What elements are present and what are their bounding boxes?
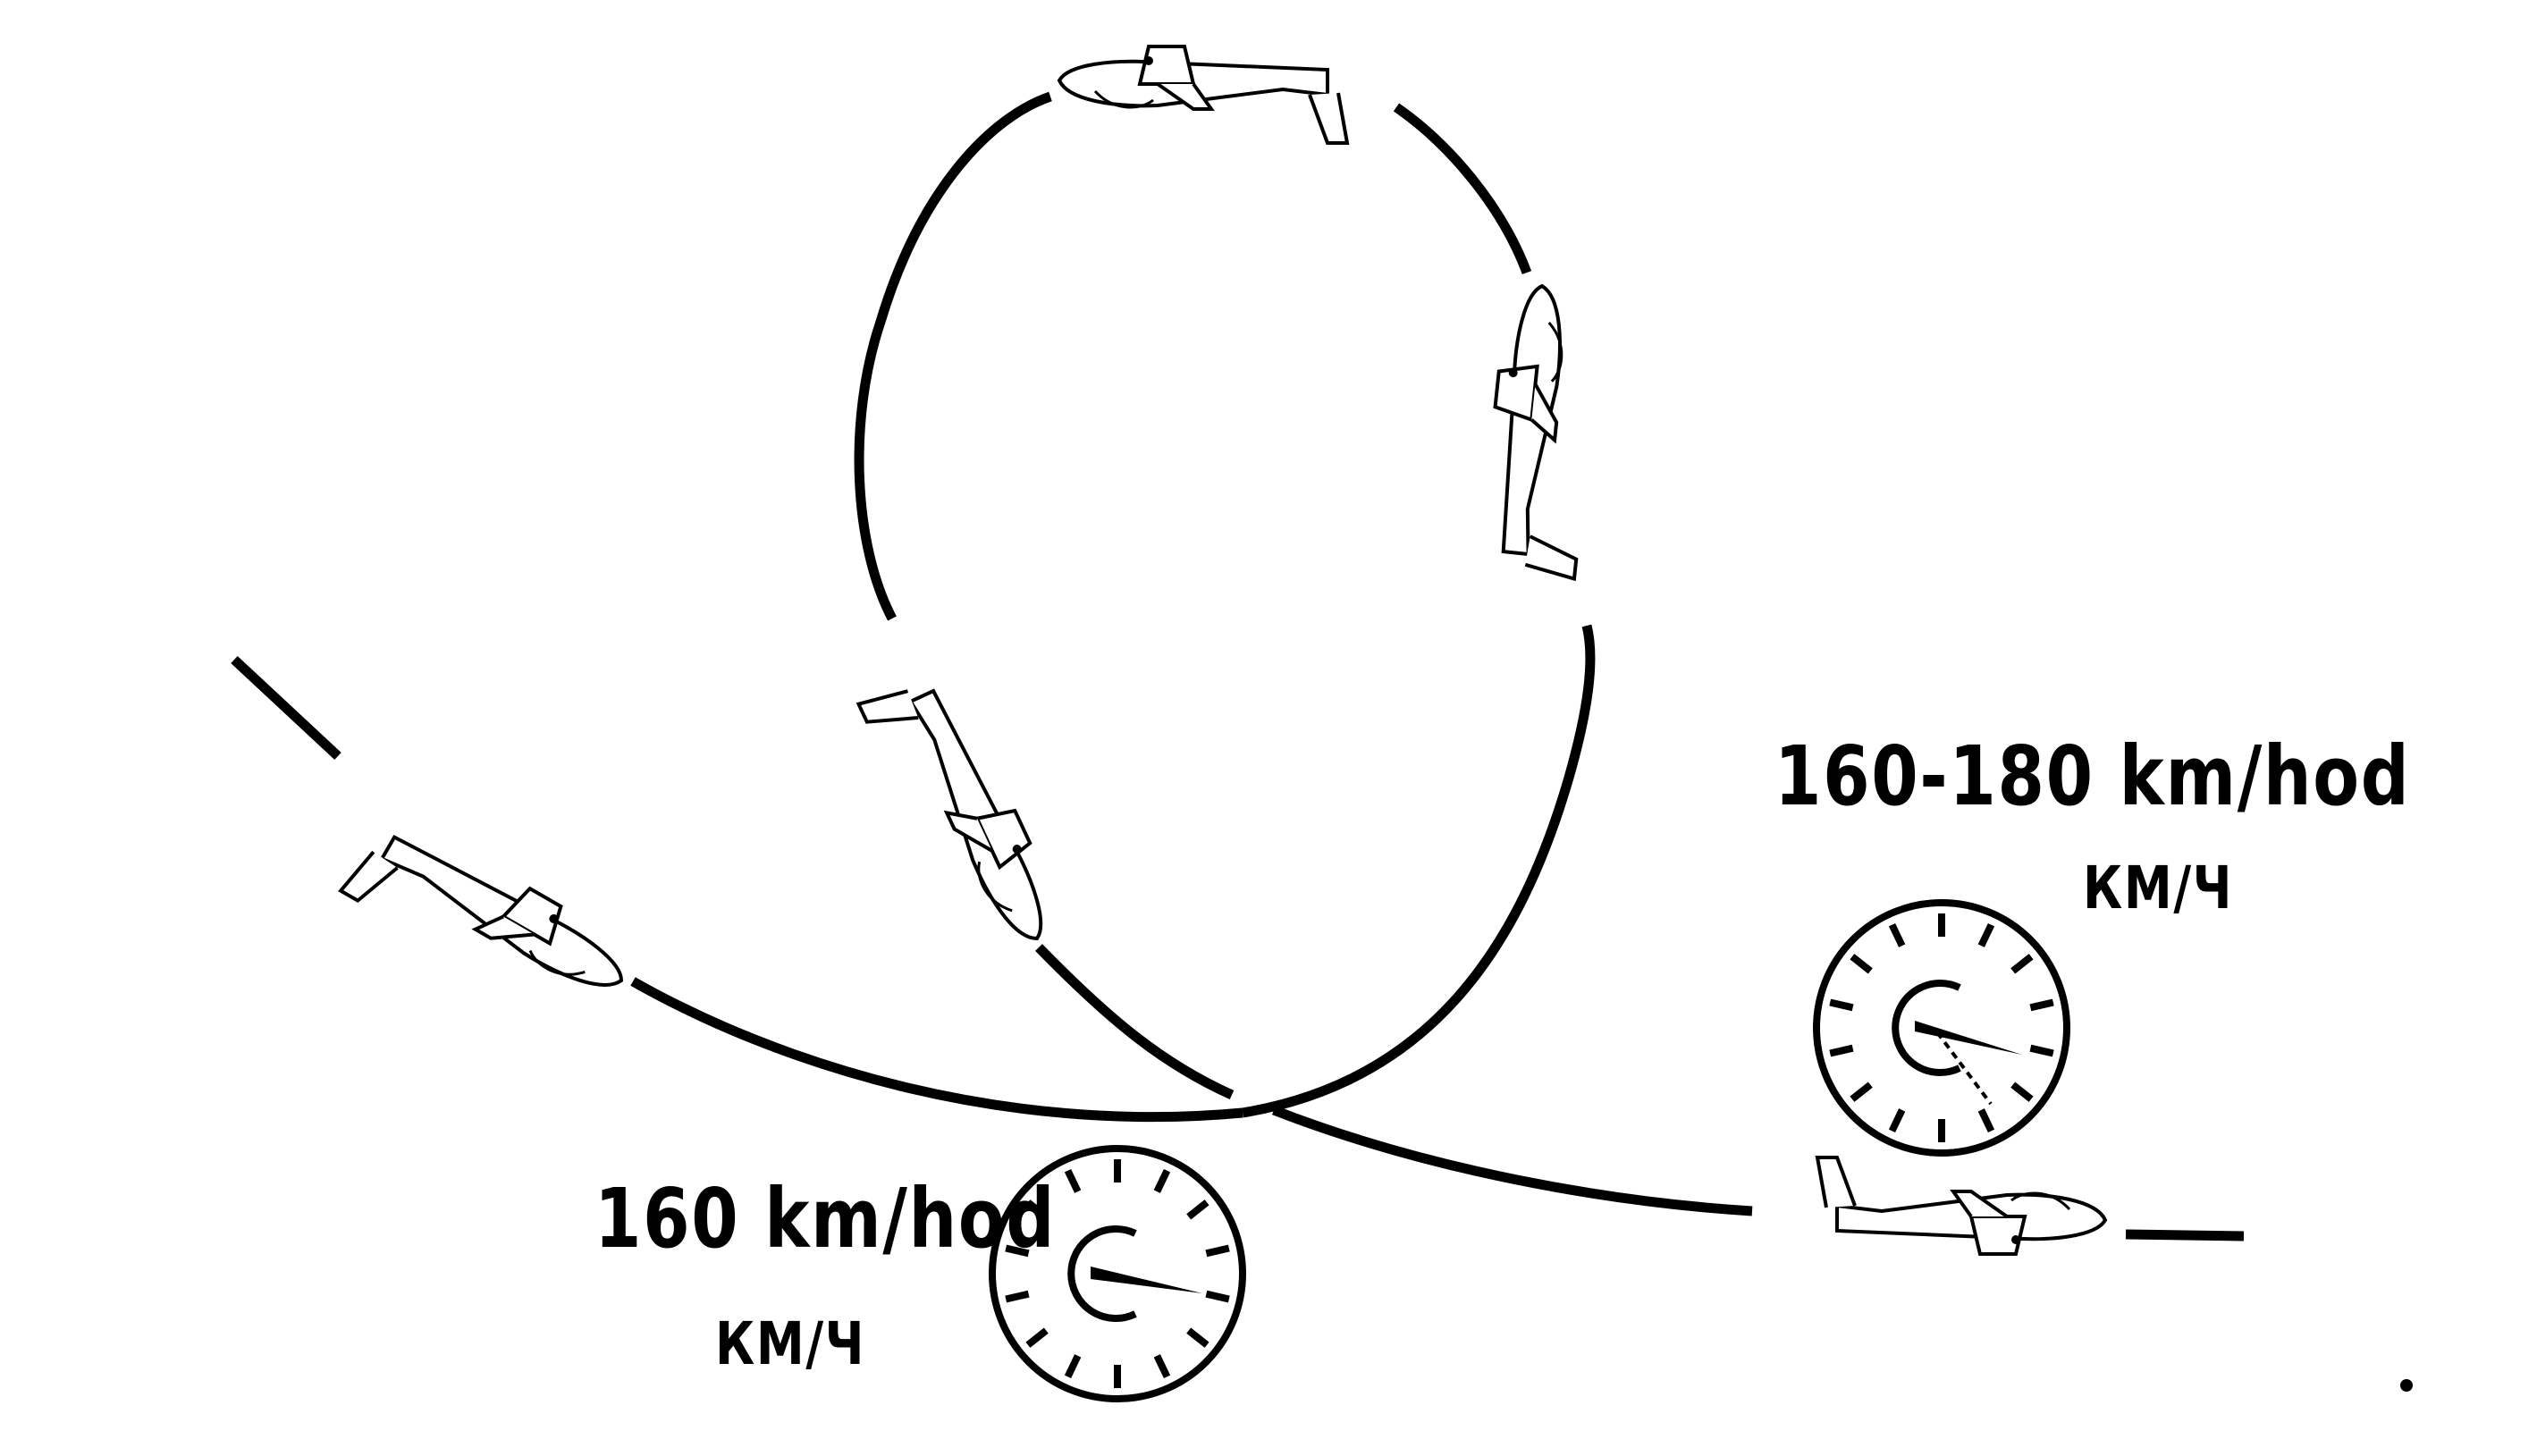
path-dive-segment: [630, 977, 1243, 1123]
gauge-tick: [1025, 1327, 1049, 1348]
gauge-tick: [1186, 1199, 1210, 1220]
path-loop-top-right-segment: [1393, 103, 1532, 274]
path-pullup-segment: [1242, 624, 1596, 1118]
gauge-needle: [1091, 1267, 1202, 1293]
gauge-tick: [1005, 1244, 1030, 1258]
gauge-ticks: [1005, 1159, 1230, 1388]
gauge-tick: [1005, 1290, 1030, 1303]
gauge-tick: [1888, 1108, 1906, 1133]
gauge-face: [1813, 899, 2070, 1157]
gauge-tick: [1829, 998, 1854, 1012]
gauge-tick: [1064, 1168, 1082, 1193]
gauge-tick: [1153, 1168, 1171, 1193]
gauge-tick: [1025, 1199, 1049, 1220]
lower-speed-label: 160 km/hod: [594, 1171, 1057, 1267]
gauge-tick: [1850, 1081, 1873, 1102]
glider-diving-left: [856, 661, 1070, 967]
gauge-tick: [1205, 1290, 1230, 1303]
path-loop-descent-segment: [1035, 944, 1235, 1100]
gauge-tick: [1064, 1354, 1082, 1379]
path-loop-left-segment: [854, 91, 1052, 621]
gauge-tick: [1850, 954, 1873, 974]
gauge-ticks: [1829, 913, 2054, 1142]
gauge-tick: [1977, 1108, 1995, 1133]
gauge-tick: [2010, 954, 2034, 974]
gauge-tick: [1186, 1327, 1210, 1348]
glider-inverted-top: [1058, 45, 1349, 145]
gauge-tick: [2010, 1081, 2034, 1102]
gauge-tick: [2029, 1044, 2054, 1057]
path-entry-segment: [231, 655, 341, 761]
gauge-tick: [1153, 1354, 1171, 1379]
gauge-needle: [1915, 1021, 2022, 1055]
glider-climbing-right: [1476, 281, 1606, 581]
gauge-tick: [1829, 1044, 1854, 1057]
upper-speed-label: 160-180 km/hod: [1774, 728, 2411, 824]
path-final-segment: [2125, 1229, 2245, 1241]
upper-unit-label: КМ/Ч: [2083, 854, 2234, 922]
gauge-inner-arc: [1892, 980, 1961, 1076]
gauge-tick: [1205, 1244, 1230, 1258]
gauge-tick: [2029, 998, 2054, 1012]
gauge-tick: [1888, 922, 1906, 947]
lower-unit-label: КМ/Ч: [715, 1309, 866, 1378]
glider-exit: [1816, 1156, 2107, 1256]
gauge-tick: [1977, 922, 1995, 947]
glider-entry: [339, 805, 640, 1037]
flight-path: [231, 91, 2245, 1241]
gauge-needle-dashed: [1935, 1031, 1993, 1106]
path-exit-segment: [1272, 1105, 1753, 1216]
ink-dot: [2400, 1379, 2413, 1392]
gauge-inner-arc: [1067, 1225, 1137, 1322]
airspeed-gauge-exit: [1813, 899, 2070, 1157]
airspeed-gauge-entry: [989, 1145, 1246, 1402]
